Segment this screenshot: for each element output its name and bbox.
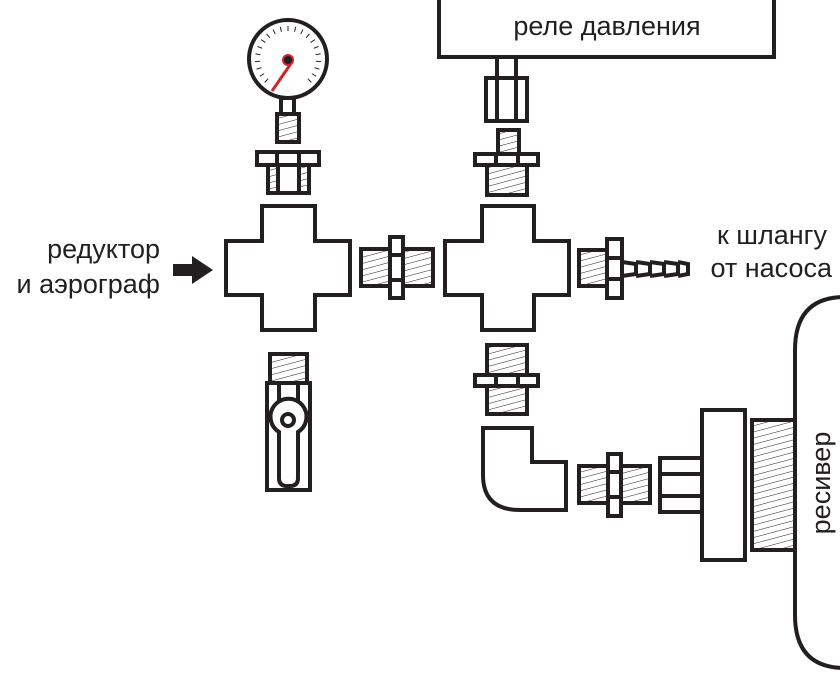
- gauge-tick: [255, 53, 261, 56]
- gauge-tick: [315, 53, 321, 56]
- gauge-tick: [266, 33, 271, 39]
- receiver-fitting: [658, 408, 797, 562]
- gauge-tick: [313, 45, 319, 49]
- nipple-lower-right: [473, 343, 540, 416]
- gauge-tick: [272, 29, 276, 35]
- nipple-receiver: [577, 452, 652, 518]
- flow-arrow-icon: [173, 256, 213, 284]
- gauge-tick: [259, 73, 265, 77]
- elbow: [481, 426, 568, 512]
- gauge-tick: [307, 78, 312, 83]
- cross-right: [443, 204, 571, 332]
- gauge-tick: [261, 39, 266, 43]
- nipple-middle: [359, 235, 435, 300]
- pressure-gauge: [247, 18, 329, 144]
- ball-valve: [265, 352, 312, 492]
- gauge-tick: [311, 73, 317, 77]
- switch-coupling: [484, 57, 529, 123]
- nipple-top-right: [473, 128, 540, 197]
- hose-label-line1: к шлангу: [717, 220, 828, 250]
- gauge-tick: [314, 67, 320, 70]
- gauge-tick: [257, 45, 263, 49]
- hose-label-line2: от насоса: [710, 253, 833, 283]
- reducer-label-line2: и аэрограф: [16, 269, 160, 299]
- hose-barb: [577, 237, 690, 300]
- gauge-tick: [279, 26, 282, 32]
- gauge-ticks: [255, 26, 321, 83]
- gauge-tick: [294, 26, 297, 32]
- gauge-tick: [305, 33, 310, 39]
- cross-left: [224, 204, 352, 332]
- gauge-tick: [256, 67, 262, 70]
- receiver: [793, 295, 840, 670]
- gauge-tick: [310, 39, 315, 43]
- gauge-tick: [264, 78, 269, 83]
- gauge-needle: [270, 61, 294, 92]
- reducer-label-line1: редуктор: [47, 234, 160, 264]
- receiver-label: ресивер: [806, 432, 836, 535]
- adapter-top-left: [255, 150, 321, 195]
- pressure-switch: реле давления: [437, 0, 776, 59]
- pressure-switch-label: реле давления: [513, 11, 700, 41]
- gauge-tick: [300, 29, 304, 35]
